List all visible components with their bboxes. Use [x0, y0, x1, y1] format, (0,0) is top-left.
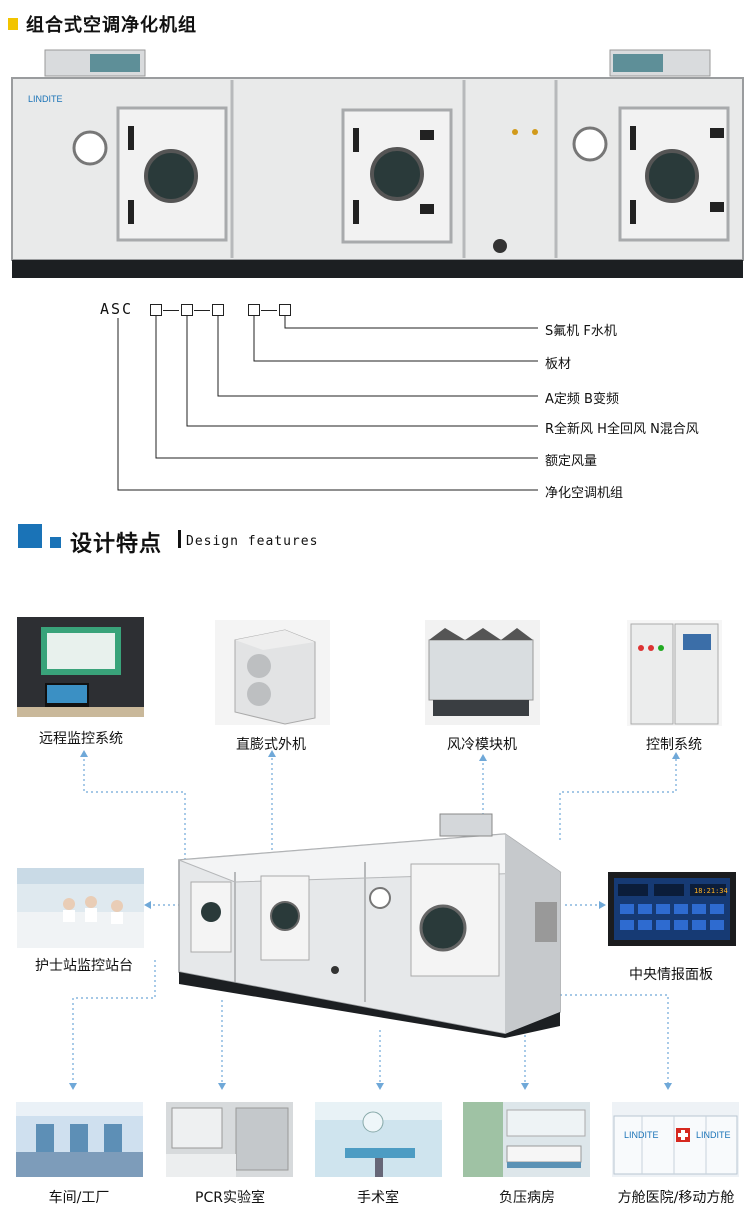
code-label-refrigerant: S氟机 F水机: [545, 324, 617, 339]
code-label-airflow: 额定风量: [545, 454, 598, 469]
cabin-logo-right: LINDITE: [696, 1130, 731, 1140]
feature-label-negative-pressure-ward: 负压病房: [499, 1190, 555, 1206]
air-handling-unit-center-image: [178, 813, 562, 1038]
code-box-refrigerant: [279, 304, 291, 316]
cabin-hospital-image: LINDITE LINDITE: [612, 1102, 739, 1177]
code-dash: [163, 310, 179, 311]
feature-label-outdoor-unit: 直膨式外机: [236, 737, 306, 753]
panel-clock: 18:21:34: [694, 887, 728, 895]
model-code-leader-lines: [117, 316, 538, 491]
code-box-airflow: [150, 304, 162, 316]
feature-label-cabin-hospital: 方舱医院/移动方舱: [617, 1190, 735, 1206]
feature-label-operating-room: 手术室: [357, 1190, 399, 1206]
feature-label-remote-monitoring: 远程监控系统: [39, 731, 123, 747]
section-title: 组合式空调净化机组: [26, 15, 197, 36]
workshop-image: [16, 1102, 143, 1177]
control-cabinet-image: [627, 620, 722, 726]
code-label-panel: 板材: [545, 357, 572, 372]
feature-label-pcr-lab: PCR实验室: [195, 1190, 265, 1206]
brand-logo: LINDITE: [28, 94, 63, 104]
code-label-frequency: A定频 B变频: [545, 392, 619, 407]
model-code-prefix: ASC: [100, 300, 134, 318]
central-panel-image: 18:21:34: [608, 872, 736, 946]
section-marker-small: [50, 537, 61, 548]
pcr-lab-image: [166, 1102, 293, 1177]
feature-label-central-panel: 中央情报面板: [629, 967, 713, 983]
code-box-air-mode: [181, 304, 193, 316]
code-box-frequency: [212, 304, 224, 316]
feature-label-modular-unit: 风冷模块机: [447, 737, 517, 753]
code-label-air-mode: R全新风 H全回风 N混合风: [545, 422, 699, 437]
feature-label-workshop: 车间/工厂: [48, 1190, 110, 1206]
code-dash: [194, 310, 210, 311]
operating-room-image: [315, 1102, 442, 1177]
section-marker: [8, 18, 18, 30]
remote-monitoring-image: [17, 617, 144, 717]
title-divider: [178, 530, 181, 548]
section-title: 设计特点: [70, 532, 163, 557]
outdoor-unit-image: [215, 620, 330, 725]
section-marker-large: [18, 524, 42, 548]
code-dash: [261, 310, 277, 311]
section-subtitle: Design features: [186, 534, 319, 549]
code-box-panel: [248, 304, 260, 316]
feature-label-nurse-station: 护士站监控站台: [35, 958, 133, 974]
nurse-station-image: [17, 868, 144, 948]
negative-pressure-ward-image: [463, 1102, 590, 1177]
cabin-logo-left: LINDITE: [624, 1130, 659, 1140]
air-handling-unit-image: LINDITE: [11, 49, 744, 278]
code-label-unit-type: 净化空调机组: [545, 486, 624, 501]
feature-label-control-system: 控制系统: [646, 737, 702, 753]
modular-chiller-image: [425, 620, 540, 725]
